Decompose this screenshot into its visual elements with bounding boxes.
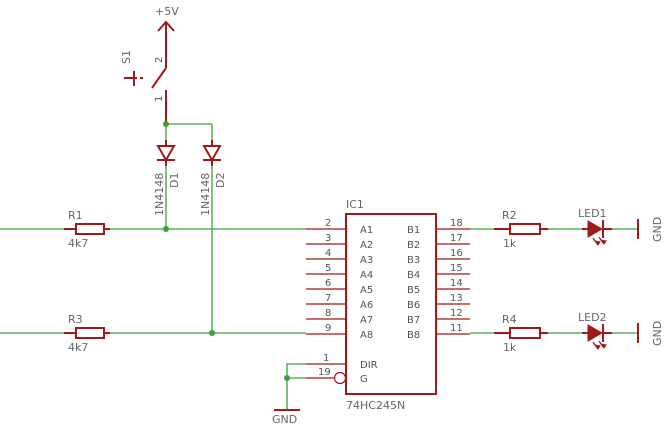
resistor-r2: R2 1k xyxy=(494,209,548,250)
r3-value: 4k7 xyxy=(68,341,88,354)
resistor-r1: R1 4k7 xyxy=(64,209,110,250)
gnd-symbol-led2: GND xyxy=(637,321,664,346)
ic-pin-number: 7 xyxy=(325,293,331,304)
led-led1: LED1 xyxy=(578,207,612,246)
led2-name: LED2 xyxy=(578,311,607,324)
ic-pin-name: A7 xyxy=(360,315,373,326)
ic-pin-number: 2 xyxy=(325,218,331,229)
ic-pin-name: A1 xyxy=(360,225,373,236)
ic-pin-name: A6 xyxy=(360,300,373,311)
ic-pin-number: 14 xyxy=(450,278,463,289)
ic-pin-number: 4 xyxy=(325,248,331,259)
ic-pin-name: A2 xyxy=(360,240,373,251)
ic1-74hc245n: IC1 74HC245N 2A1 3A2 4A3 5A4 6A5 7A6 8A7 9A8 18B… xyxy=(306,198,470,412)
r2-value: 1k xyxy=(503,237,517,250)
r2-name: R2 xyxy=(502,209,517,222)
d2-value: 1N4148 xyxy=(199,173,212,216)
switch-name: S1 xyxy=(120,50,133,64)
ic-pin-name: G xyxy=(360,374,368,385)
d1-value: 1N4148 xyxy=(153,173,166,216)
ic-pin-number: 12 xyxy=(450,308,463,319)
ic-pin-number: 13 xyxy=(450,293,463,304)
ic-pin-number: 11 xyxy=(450,323,463,334)
gnd-symbol-led1: GND xyxy=(637,217,664,242)
ic-pin-name: B7 xyxy=(407,315,420,326)
gnd-label-ic: GND xyxy=(272,413,297,426)
ic-part: 74HC245N xyxy=(346,399,405,412)
gnd-symbol-ic: GND xyxy=(272,409,300,426)
d1-name: D1 xyxy=(168,173,181,188)
ic-pin-name: B6 xyxy=(407,300,420,311)
switch-pin1: 1 xyxy=(154,96,165,102)
vcc-label: +5V xyxy=(155,5,179,18)
ic-pin-name: B4 xyxy=(407,270,420,281)
ic-pin-number: 15 xyxy=(450,263,463,274)
diode-d1: 1N4148 D1 xyxy=(153,140,181,216)
ic-pin-number: 19 xyxy=(318,367,331,378)
gnd-label-led2: GND xyxy=(651,321,664,346)
ic-pin-number: 8 xyxy=(325,308,331,319)
ic-pin-name: B1 xyxy=(407,225,420,236)
ic-pin-number: 1 xyxy=(323,353,329,364)
ic-pin-name: B2 xyxy=(407,240,420,251)
led-led2: LED2 xyxy=(578,311,612,350)
resistor-r3: R3 4k7 xyxy=(64,313,110,354)
inverting-bubble xyxy=(333,371,347,385)
ic-name: IC1 xyxy=(346,198,364,211)
ic-pin-name: A3 xyxy=(360,255,373,266)
ic-pin-name: A8 xyxy=(360,330,373,341)
r4-name: R4 xyxy=(502,313,517,326)
ic-pin-number: 5 xyxy=(325,263,331,274)
ic-pin-name: A4 xyxy=(360,270,373,281)
ic-pin-number: 6 xyxy=(325,278,331,289)
ic-pin-name: B8 xyxy=(407,330,420,341)
led1-name: LED1 xyxy=(578,207,607,220)
d2-name: D2 xyxy=(214,173,227,188)
diode-d2: 1N4148 D2 xyxy=(199,140,227,216)
ic-pin-number: 18 xyxy=(450,218,463,229)
r3-name: R3 xyxy=(68,313,83,326)
ic-pin-name: A5 xyxy=(360,285,373,296)
gnd-label-led1: GND xyxy=(651,217,664,242)
ic-pin-number: 17 xyxy=(450,233,463,244)
ic-pin-name: DIR xyxy=(360,360,378,371)
ic-pin-name: B5 xyxy=(407,285,420,296)
r4-value: 1k xyxy=(503,341,517,354)
nets xyxy=(0,121,638,410)
ic-pin-number: 16 xyxy=(450,248,463,259)
ic-pin-name: B3 xyxy=(407,255,420,266)
vcc-symbol: +5V xyxy=(155,5,179,58)
switch-pin2: 2 xyxy=(154,57,165,63)
r1-value: 4k7 xyxy=(68,237,88,250)
ic-pin-number: 9 xyxy=(325,323,331,334)
r1-name: R1 xyxy=(68,209,83,222)
ic-pin-number: 3 xyxy=(325,233,331,244)
resistor-r4: R4 1k xyxy=(494,313,548,354)
switch-s1: S1 2 1 xyxy=(120,50,167,122)
